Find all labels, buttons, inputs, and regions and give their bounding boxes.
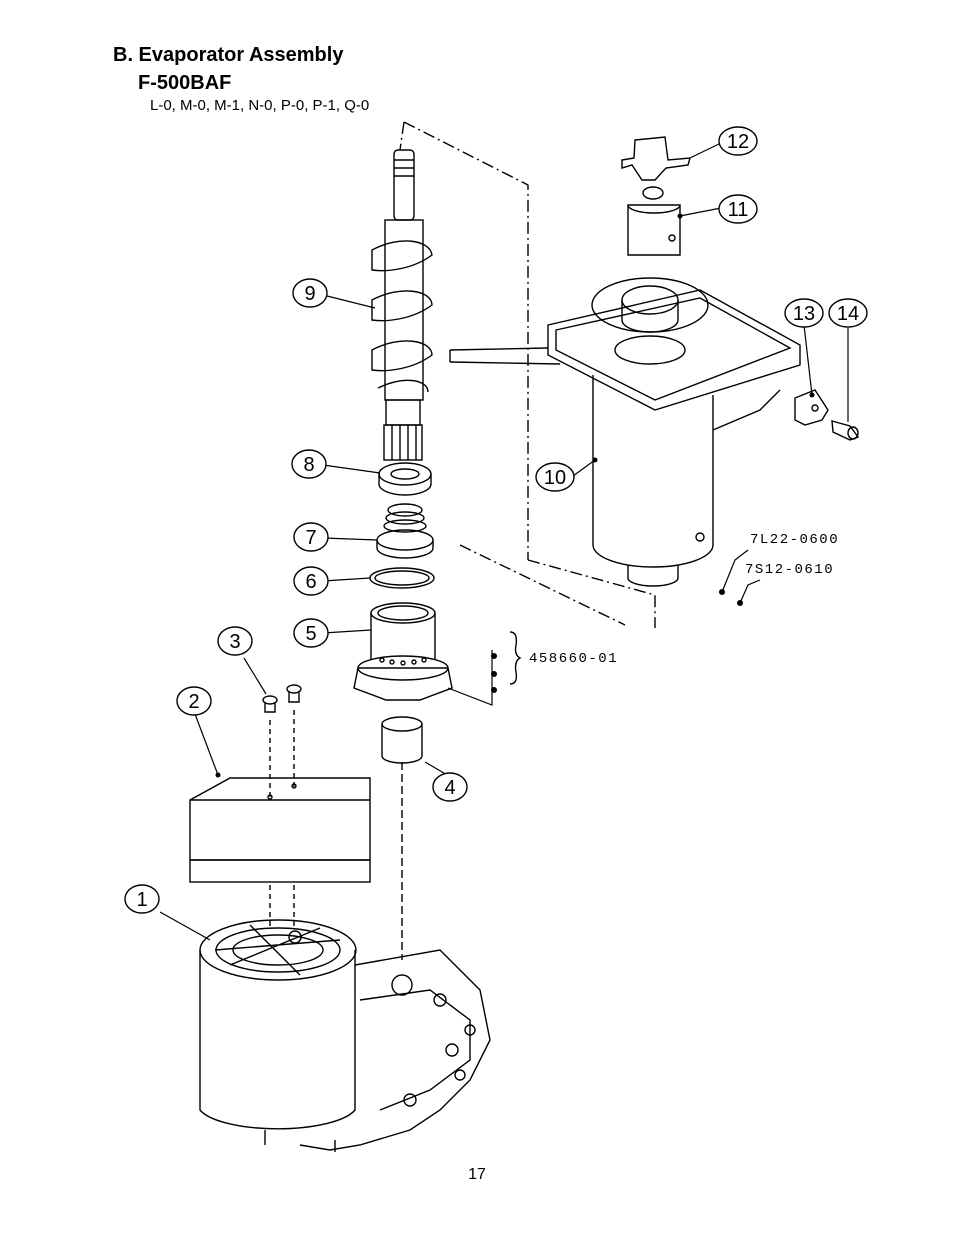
part-number-458660-01: 458660-01 — [529, 651, 618, 667]
callout-13: 13 — [793, 303, 815, 325]
callout-3: 3 — [229, 631, 240, 653]
spacer-part — [627, 186, 681, 256]
callout-6: 6 — [305, 571, 316, 593]
cutter-part — [621, 136, 691, 181]
callout-11: 11 — [728, 199, 749, 221]
page-number: 17 — [468, 1166, 486, 1183]
auger-part — [371, 149, 433, 461]
brace — [509, 631, 522, 685]
cover-part — [189, 777, 371, 883]
callout-14: 14 — [837, 303, 859, 325]
bushing-part — [381, 716, 423, 764]
callout-12: 12 — [727, 131, 749, 153]
callout-10: 10 — [544, 467, 566, 489]
bearing-housing-part — [353, 602, 453, 701]
callout-8: 8 — [303, 454, 314, 476]
bracket-part — [794, 389, 829, 426]
assembly-guide-line — [399, 121, 656, 628]
callout-7: 7 — [305, 527, 316, 549]
bolt-part — [831, 420, 860, 441]
callout-circles — [124, 126, 868, 914]
evaporator-cylinder-part — [449, 277, 801, 587]
seal-part — [378, 462, 432, 496]
section-title: B. Evaporator Assembly — [113, 44, 344, 66]
model-variants: L-0, M-0, M-1, N-0, P-0, P-1, Q-0 — [150, 97, 370, 114]
o-ring-part — [369, 567, 435, 589]
part-number-7s12-0610: 7S12-0610 — [745, 562, 834, 578]
mechanical-seal-part — [376, 503, 434, 559]
callout-5: 5 — [305, 623, 316, 645]
leader-dots — [215, 213, 815, 778]
model-number: F-500BAF — [138, 72, 232, 94]
gear-motor-part — [199, 919, 491, 1152]
callout-1: 1 — [136, 889, 147, 911]
part-number-7l22-0600: 7L22-0600 — [750, 532, 839, 548]
leader-lines — [159, 142, 849, 941]
callout-2: 2 — [188, 691, 199, 713]
screw-part — [262, 684, 302, 713]
callout-4: 4 — [444, 777, 455, 799]
callout-9: 9 — [304, 283, 315, 305]
